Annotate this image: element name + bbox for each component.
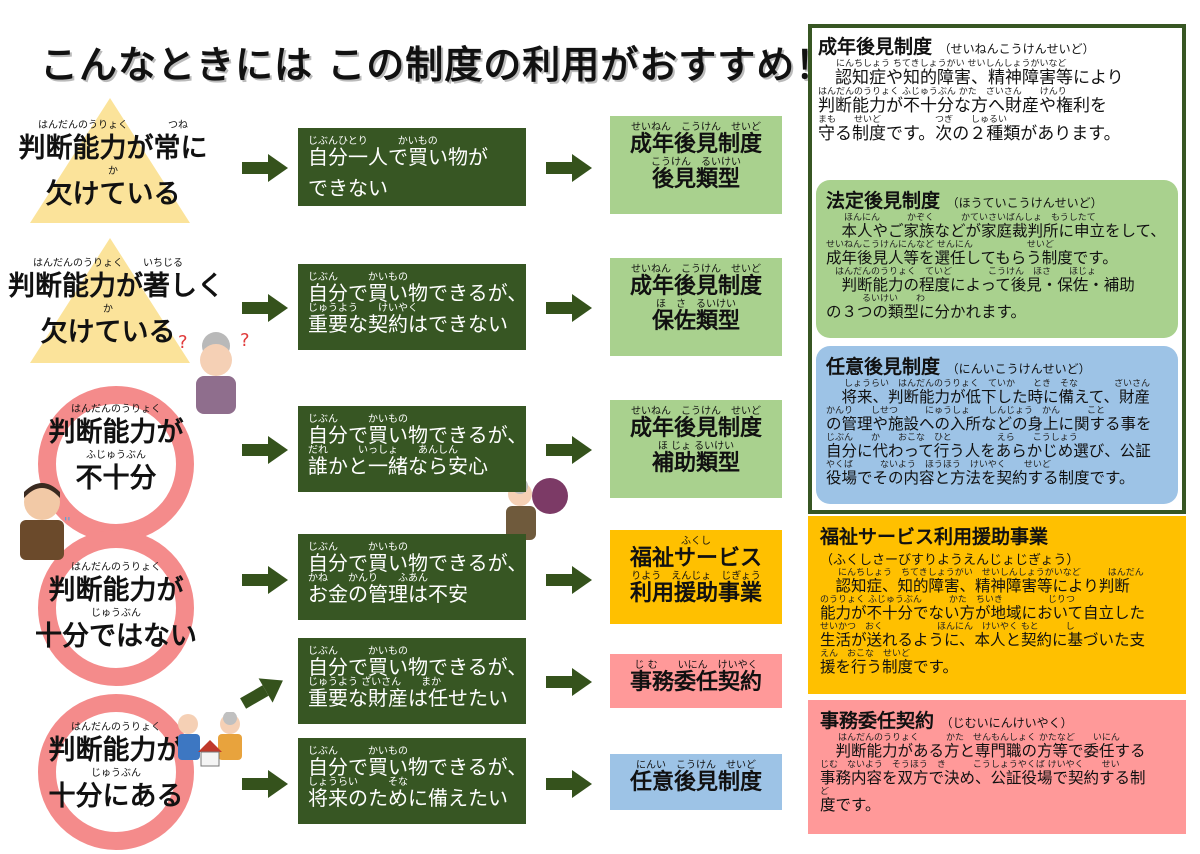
arrow-right-icon [242,770,288,798]
elderly-couple-house-icon [178,712,242,767]
triangle-shape [30,238,190,363]
situation-box: じぶんひとり かいもの 自分一人で買い物が できない [298,128,526,206]
system-box-voluntary: にんい こうけん せいど 任意後見制度 [610,754,782,810]
status-not-sufficient: はんだんのうりょく 判断能力が じゅうぶん 十分ではない [35,562,197,652]
status-insufficient: はんだんのうりょく 判断能力が ふじゅうぶん 不十分 [48,404,184,494]
arrow-right-icon [546,770,592,798]
voluntary-guardianship-explanation: 任意後見制度 （にんいこうけんせいど） しょうらい はんだんのうりょく ていか … [816,346,1178,504]
arrow-right-icon [242,436,288,464]
legal-guardianship-explanation: 法定後見制度 （ほうていこうけんせいど） ほんにん かぞく かていさいばんしょ … [816,180,1178,338]
system-box-assistance: せいねん こうけん せいど 成年後見制度 ほ じょ るいけい 補助類型 [610,400,782,498]
situation-box: じぶん かいもの 自分で買い物できるが、 だれ いっしょ あんしん 誰かと一緒な… [298,406,527,492]
triangle-shape [30,98,190,223]
svg-text:'': '' [64,515,71,529]
arrow-right-icon [242,566,288,594]
arrow-right-icon [546,566,592,594]
status-significantly-lacking: はんだんのうりょく いちじる 判断能力が著しく か 欠けている [8,258,224,348]
arrow-right-icon [546,668,592,696]
system-box-curatorship: せいねん こうけん せいど 成年後見制度 ほ さ るいけい 保佐類型 [610,258,782,356]
arrow-right-icon [242,294,288,322]
arrow-right-icon [546,154,592,182]
situation-box: じぶん かいもの 自分で買い物できるが、 かね かんり ふあん お金の管理は不安 [298,534,527,620]
arrow-right-icon [242,154,288,182]
situation-box: じぶん かいもの 自分で買い物できるが、 じゅうよう ざいさん まか 重要な財産… [298,638,527,724]
arrow-right-icon [546,294,592,322]
status-always-lacking: はんだんのうりょく つね 判断能力が常に か 欠けている [18,120,208,210]
worried-man-icon: '' [20,483,71,560]
situation-box: じぶん かいもの 自分で買い物できるが、 しょうらい そな 将来のために備えたい [298,738,527,824]
status-sufficient: はんだんのうりょく 判断能力が じゅうぶん 十分にある [48,722,184,812]
arrow-right-icon [546,436,592,464]
page-title: こんなときには この制度の利用がおすすめ！ [40,43,835,87]
situation-box: じぶん かいもの 自分で買い物できるが、 じゅうよう けいやく 重要な契約はでき… [298,264,527,350]
system-box-office-contract: じ む いにん けいやく 事務委任契約 [610,654,782,708]
ring-shape [38,530,194,686]
welfare-service-explanation: 福祉サービス利用援助事業 （ふくしさーびすりようえんじょじぎょう） にんちしょう… [808,516,1186,694]
office-contract-explanation: 事務委任契約 （じむいにんけいやく） はんだんのうりょく かた せんもんしょく … [808,700,1186,834]
system-box-guardianship: せいねん こうけん せいど 成年後見制度 こうけん るいけい 後見類型 [610,116,782,214]
adult-guardianship-explanation: 成年後見制度 （せいねんこうけんせいど） にんちしょう ちてきしょうがい せいし… [818,36,1124,144]
svg-text:?: ? [240,330,250,351]
svg-text:?: ? [178,332,188,353]
system-box-welfare: ふくし 福祉サービス りよう えんじょ じぎょう 利用援助事業 [610,530,782,624]
arrow-up-right-icon [236,668,290,715]
elderly-woman-icon: ? ? [178,330,250,414]
